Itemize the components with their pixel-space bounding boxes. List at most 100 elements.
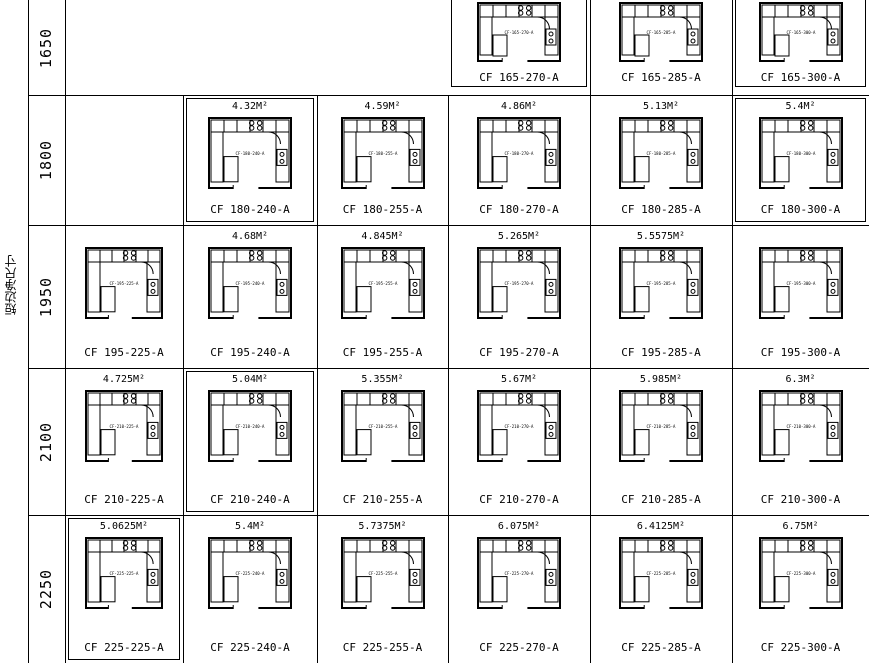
burner [525,125,532,131]
burner [799,398,805,404]
right-counter [275,551,290,603]
sink [276,568,288,586]
right-counter [146,261,161,313]
grid-line [28,515,869,516]
right-counter [408,261,422,313]
left-counter [479,131,493,183]
plan-tag: CF-180-240-A [236,151,265,156]
sink-drain [279,571,285,577]
left-counter [621,404,635,456]
left-counter [479,404,493,456]
plan-drawing: CF-180-300-A [758,117,843,189]
burner [667,545,674,551]
plan-drawing: CF-210-300-A [758,390,843,462]
fridge [774,576,789,603]
burner [130,255,137,261]
burner [130,545,137,551]
area-label: 5.13M² [642,101,680,112]
model-code: CF 225-240-A [210,641,290,654]
right-counter [146,551,161,603]
area-label: 6.4125M² [636,521,686,532]
door-swing [268,131,281,145]
row-label-1650: 1650 [28,0,64,95]
sink-drain [690,578,696,584]
floor-plan [619,537,703,609]
area-label: 5.7375M² [358,521,407,532]
burner [517,393,524,399]
floor-plan [758,2,843,62]
burner [659,545,666,551]
model-code: CF 225-285-A [621,641,701,654]
sink-drain [412,431,417,437]
left-counter [761,16,774,56]
left-counter [210,131,224,183]
sink [409,278,420,296]
door-swing [537,551,550,565]
burner [389,540,395,546]
floor-plan [340,117,425,189]
left-counter [87,261,101,313]
floor-plan [619,117,703,189]
right-counter [544,551,559,603]
burner [130,398,137,404]
fridge [634,34,650,57]
sink-drain [150,288,156,294]
sink-drain [548,151,554,157]
area-label: 4.68M² [231,231,269,242]
right-counter [826,404,840,456]
fridge [634,286,650,313]
floor-plan [619,390,703,462]
burner [525,398,532,404]
burner [807,120,813,126]
burner [256,545,263,551]
plan-tag: CF-180-300-A [786,151,815,156]
burner [659,250,666,256]
burner [256,120,263,126]
sink-drain [412,281,417,287]
burner [667,398,674,404]
left-counter [761,261,774,313]
sink-drain [279,158,285,164]
plan-tag: CF-225-300-A [786,571,815,576]
area-label: 5.67M² [500,374,538,385]
burner [381,545,387,551]
sink-drain [830,31,835,37]
sink-drain [150,571,156,577]
plan-tag: CF-210-285-A [647,424,676,429]
burner [525,540,532,546]
burner [256,255,263,261]
burner [659,125,666,131]
burner [389,120,395,126]
sink-drain [690,431,696,437]
left-counter [621,16,635,56]
sink [545,278,557,296]
burner [667,255,674,261]
right-counter [826,551,840,603]
